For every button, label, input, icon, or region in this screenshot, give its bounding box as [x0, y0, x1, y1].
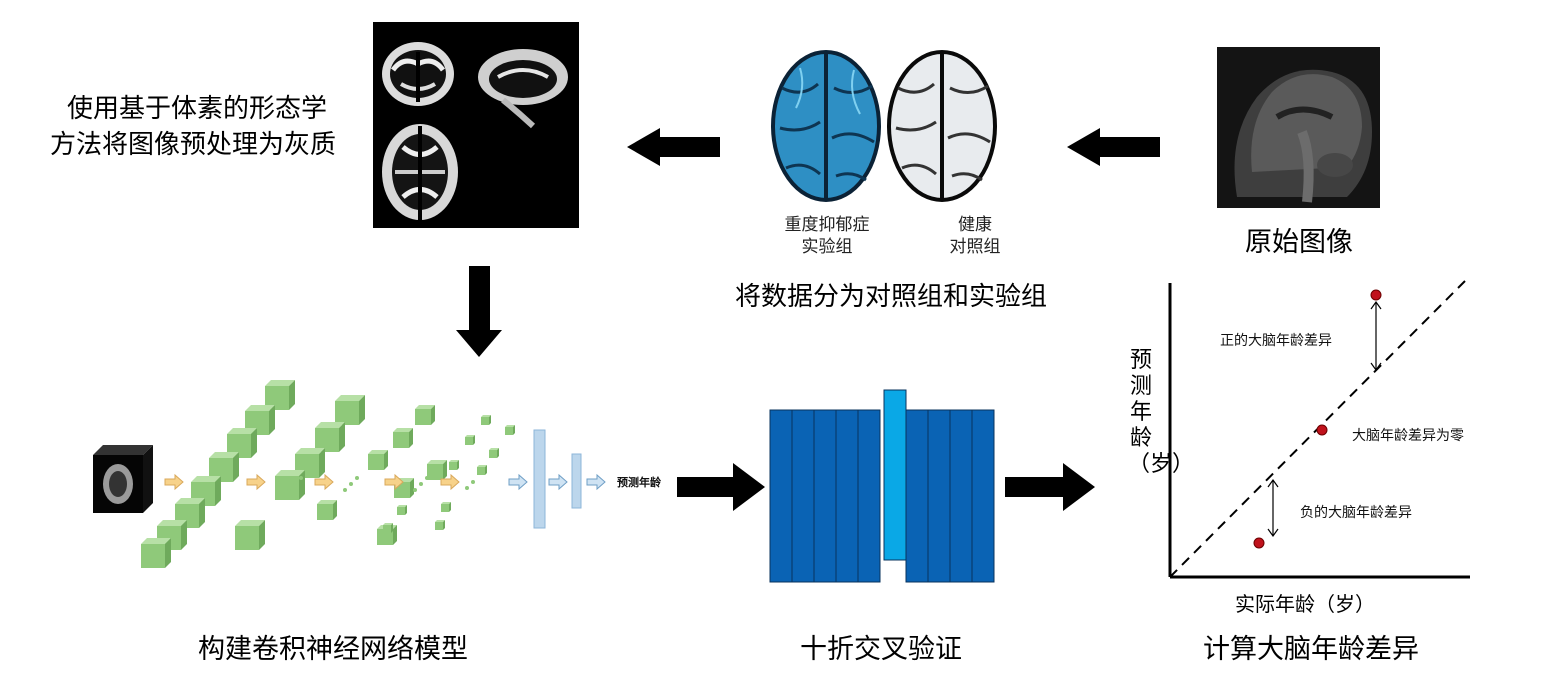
gray-matter-slices-image — [382, 42, 568, 220]
sagittal-slice — [478, 49, 568, 129]
gray-matter-panel — [373, 22, 579, 228]
input-brain-cube — [93, 445, 153, 513]
plot-ylabel: 预测年龄（岁） — [1128, 348, 1195, 477]
gap-caption: 计算大脑年龄差异 — [1203, 634, 1419, 665]
annotation-positive: 正的大脑年龄差异 — [1220, 333, 1332, 349]
cnn-output-label: 预测年龄 — [617, 476, 661, 489]
cv-test-fold — [883, 389, 907, 561]
cv-caption: 十折交叉验证 — [800, 634, 962, 665]
mdd-brain-image — [771, 50, 881, 202]
dense-layers — [508, 429, 606, 529]
mdd-label-line2: 实验组 — [801, 237, 853, 257]
ten-fold-cv-diagram — [769, 389, 995, 583]
brain-age-gap-plot — [1168, 280, 1470, 579]
conv-layer-2 — [235, 395, 365, 550]
positive-gap-arrow — [1370, 300, 1382, 372]
axial-slice — [382, 124, 458, 220]
conv-layer-5 — [435, 415, 515, 530]
control-label-line2: 对照组 — [949, 237, 1001, 257]
original-caption: 原始图像 — [1245, 227, 1353, 258]
split-caption: 将数据分为对照组和实验组 — [735, 282, 1048, 312]
point-negative-gap — [1253, 537, 1265, 549]
control-label-line1: 健康 — [958, 215, 992, 235]
group-brains — [771, 50, 997, 202]
arrow-left-1 — [627, 128, 720, 166]
preprocess-caption-line2: 方法将图像预处理为灰质 — [50, 130, 337, 160]
mdd-label-line1: 重度抑郁症 — [784, 215, 870, 235]
point-positive-gap — [1370, 289, 1382, 301]
plot-axes — [1168, 283, 1470, 579]
conv-layer-3 — [317, 405, 435, 545]
plot-xlabel: 实际年龄（岁） — [1235, 592, 1375, 616]
negative-gap-arrow — [1267, 478, 1279, 538]
arrow-left-2 — [1067, 128, 1160, 166]
control-brain-image — [887, 50, 997, 202]
conv-layer-1 — [141, 380, 295, 568]
annotation-zero: 大脑年龄差异为零 — [1352, 428, 1464, 444]
point-zero-gap — [1316, 424, 1328, 436]
arrow-right-2 — [1005, 463, 1095, 511]
arrow-down — [456, 266, 502, 357]
annotation-negative: 负的大脑年龄差异 — [1300, 505, 1412, 521]
coronal-slice — [382, 42, 454, 106]
cv-folds — [769, 389, 995, 583]
cnn-model-diagram — [93, 380, 606, 568]
original-mri-image — [1217, 47, 1380, 208]
conv-layer-4 — [383, 460, 447, 533]
arrow-right-1 — [677, 463, 765, 511]
preprocess-caption-line1: 使用基于体素的形态学 — [67, 94, 328, 124]
cnn-caption: 构建卷积神经网络模型 — [198, 634, 468, 665]
